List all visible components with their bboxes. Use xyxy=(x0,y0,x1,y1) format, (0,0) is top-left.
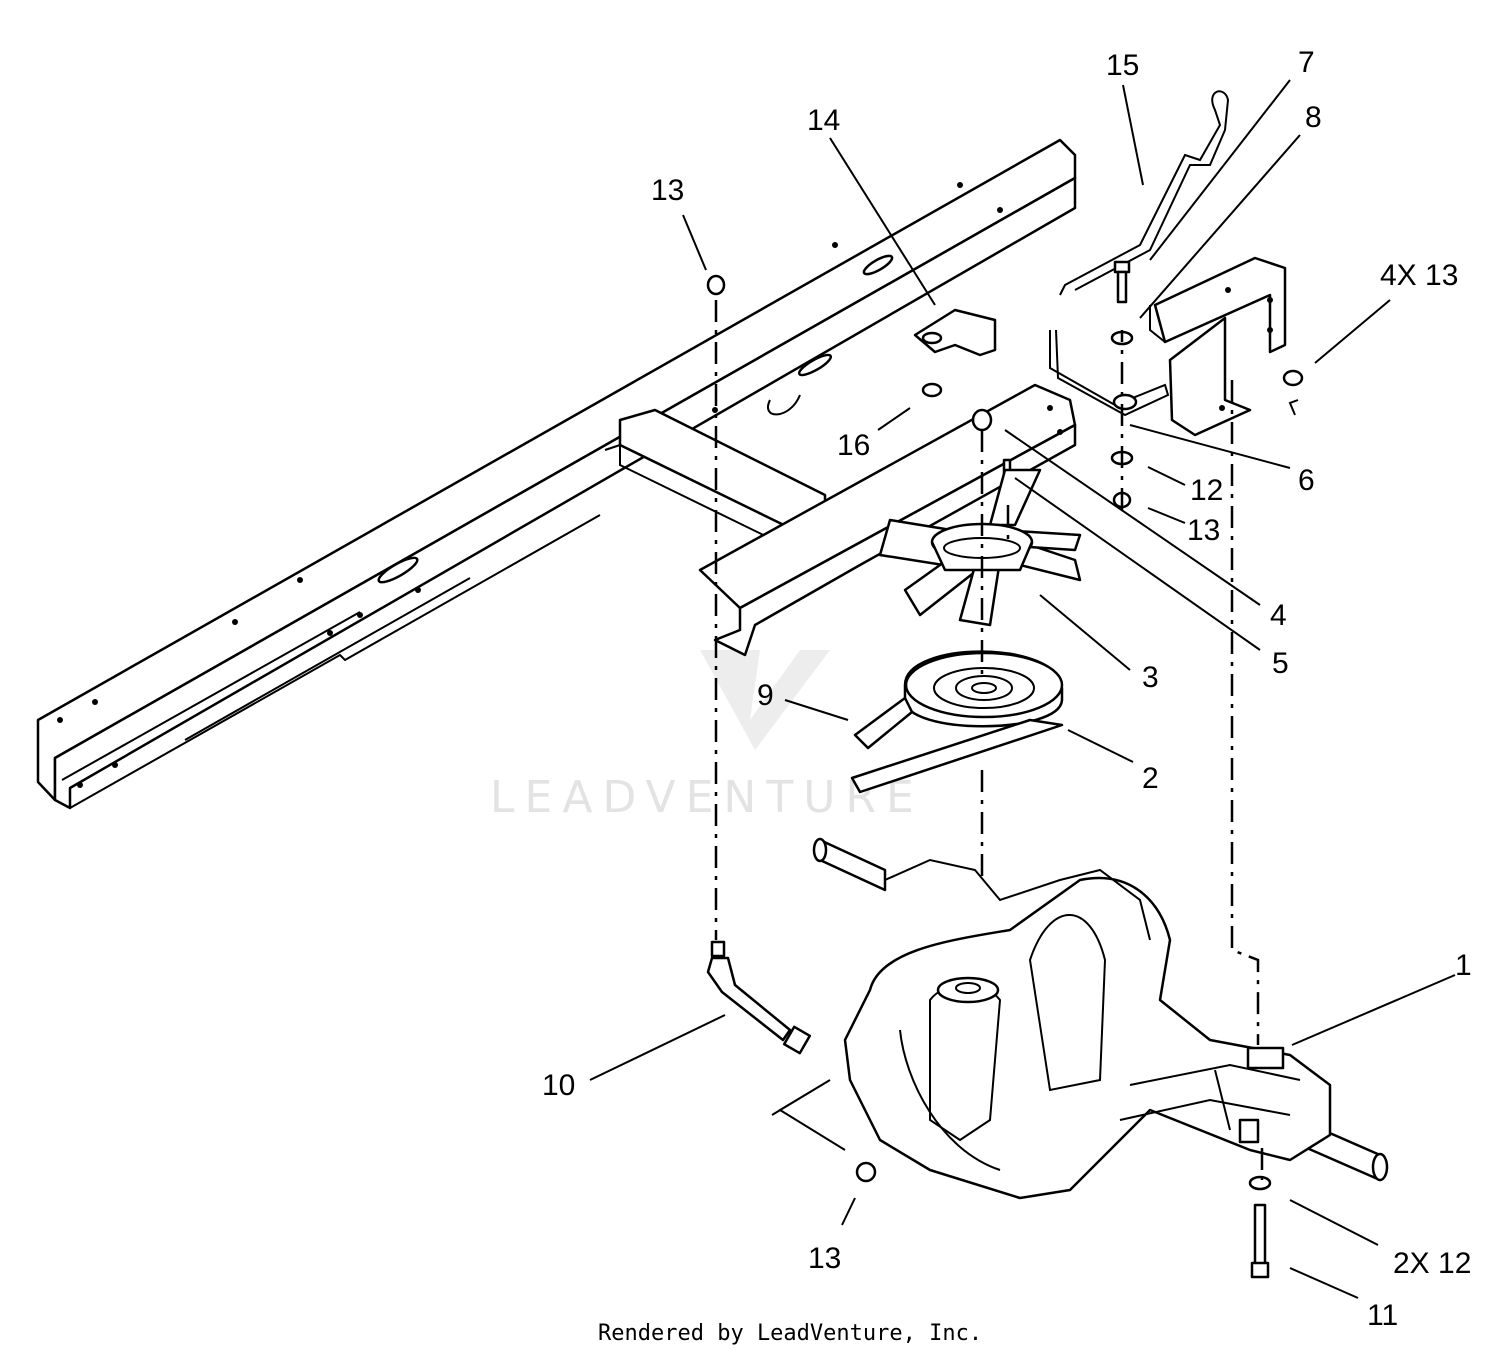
callout-9: 9 xyxy=(757,679,774,712)
front-channel xyxy=(698,383,1077,657)
washer-16 xyxy=(921,382,943,398)
belt-9 xyxy=(850,696,1064,794)
nut-4 xyxy=(971,408,993,432)
hardware xyxy=(706,260,1304,1279)
washer-12-bottom xyxy=(1248,1175,1272,1191)
callout-15: 15 xyxy=(1106,49,1139,82)
callout-3: 3 xyxy=(1142,661,1159,694)
right-bracket xyxy=(1149,256,1287,437)
pulley-2 xyxy=(903,650,1064,728)
callout-10: 10 xyxy=(542,1069,575,1102)
watermark: LEADVENTURE xyxy=(490,650,924,823)
callout-2x-12: 2X 12 xyxy=(1393,1247,1471,1280)
nut-13-right xyxy=(1282,369,1304,387)
rail-holes xyxy=(57,182,1003,788)
frame-rail xyxy=(36,138,1077,810)
callout-11: 11 xyxy=(1367,1299,1398,1332)
watermark-text: LEADVENTURE xyxy=(490,772,924,823)
leader-lines xyxy=(589,79,1456,1299)
callouts: 15 7 8 14 13 4X 13 16 6 12 13 4 5 3 9 2 … xyxy=(542,46,1472,1332)
footer-credit: Rendered by LeadVenture, Inc. xyxy=(598,1321,982,1346)
rod-6 xyxy=(1049,329,1170,417)
callout-4x-13: 4X 13 xyxy=(1380,259,1458,292)
bolt-11 xyxy=(1250,1203,1270,1279)
alignment-lines xyxy=(714,300,1264,1180)
fan-3 xyxy=(878,468,1082,627)
rod-15 xyxy=(1059,90,1230,296)
callout-1: 1 xyxy=(1455,949,1472,982)
callout-5: 5 xyxy=(1272,647,1289,680)
bracket-14 xyxy=(913,308,997,357)
nut-13-top xyxy=(706,274,726,296)
callout-12: 12 xyxy=(1190,474,1223,507)
callout-7: 7 xyxy=(1298,46,1315,79)
callout-6: 6 xyxy=(1298,464,1315,497)
nut-13-bottom xyxy=(855,1161,877,1183)
transaxle-1 xyxy=(812,837,1389,1200)
callout-8: 8 xyxy=(1305,101,1322,134)
hose-10 xyxy=(706,940,812,1055)
callout-2: 2 xyxy=(1142,762,1159,795)
callout-13-bottom: 13 xyxy=(808,1242,841,1275)
callout-13-top: 13 xyxy=(651,174,684,207)
callout-4: 4 xyxy=(1270,599,1287,632)
watermark-logo-icon xyxy=(700,650,830,750)
callout-13-mid: 13 xyxy=(1187,514,1220,547)
bolt-8 xyxy=(1113,260,1131,304)
callout-16: 16 xyxy=(837,429,870,462)
callout-14: 14 xyxy=(807,104,840,137)
